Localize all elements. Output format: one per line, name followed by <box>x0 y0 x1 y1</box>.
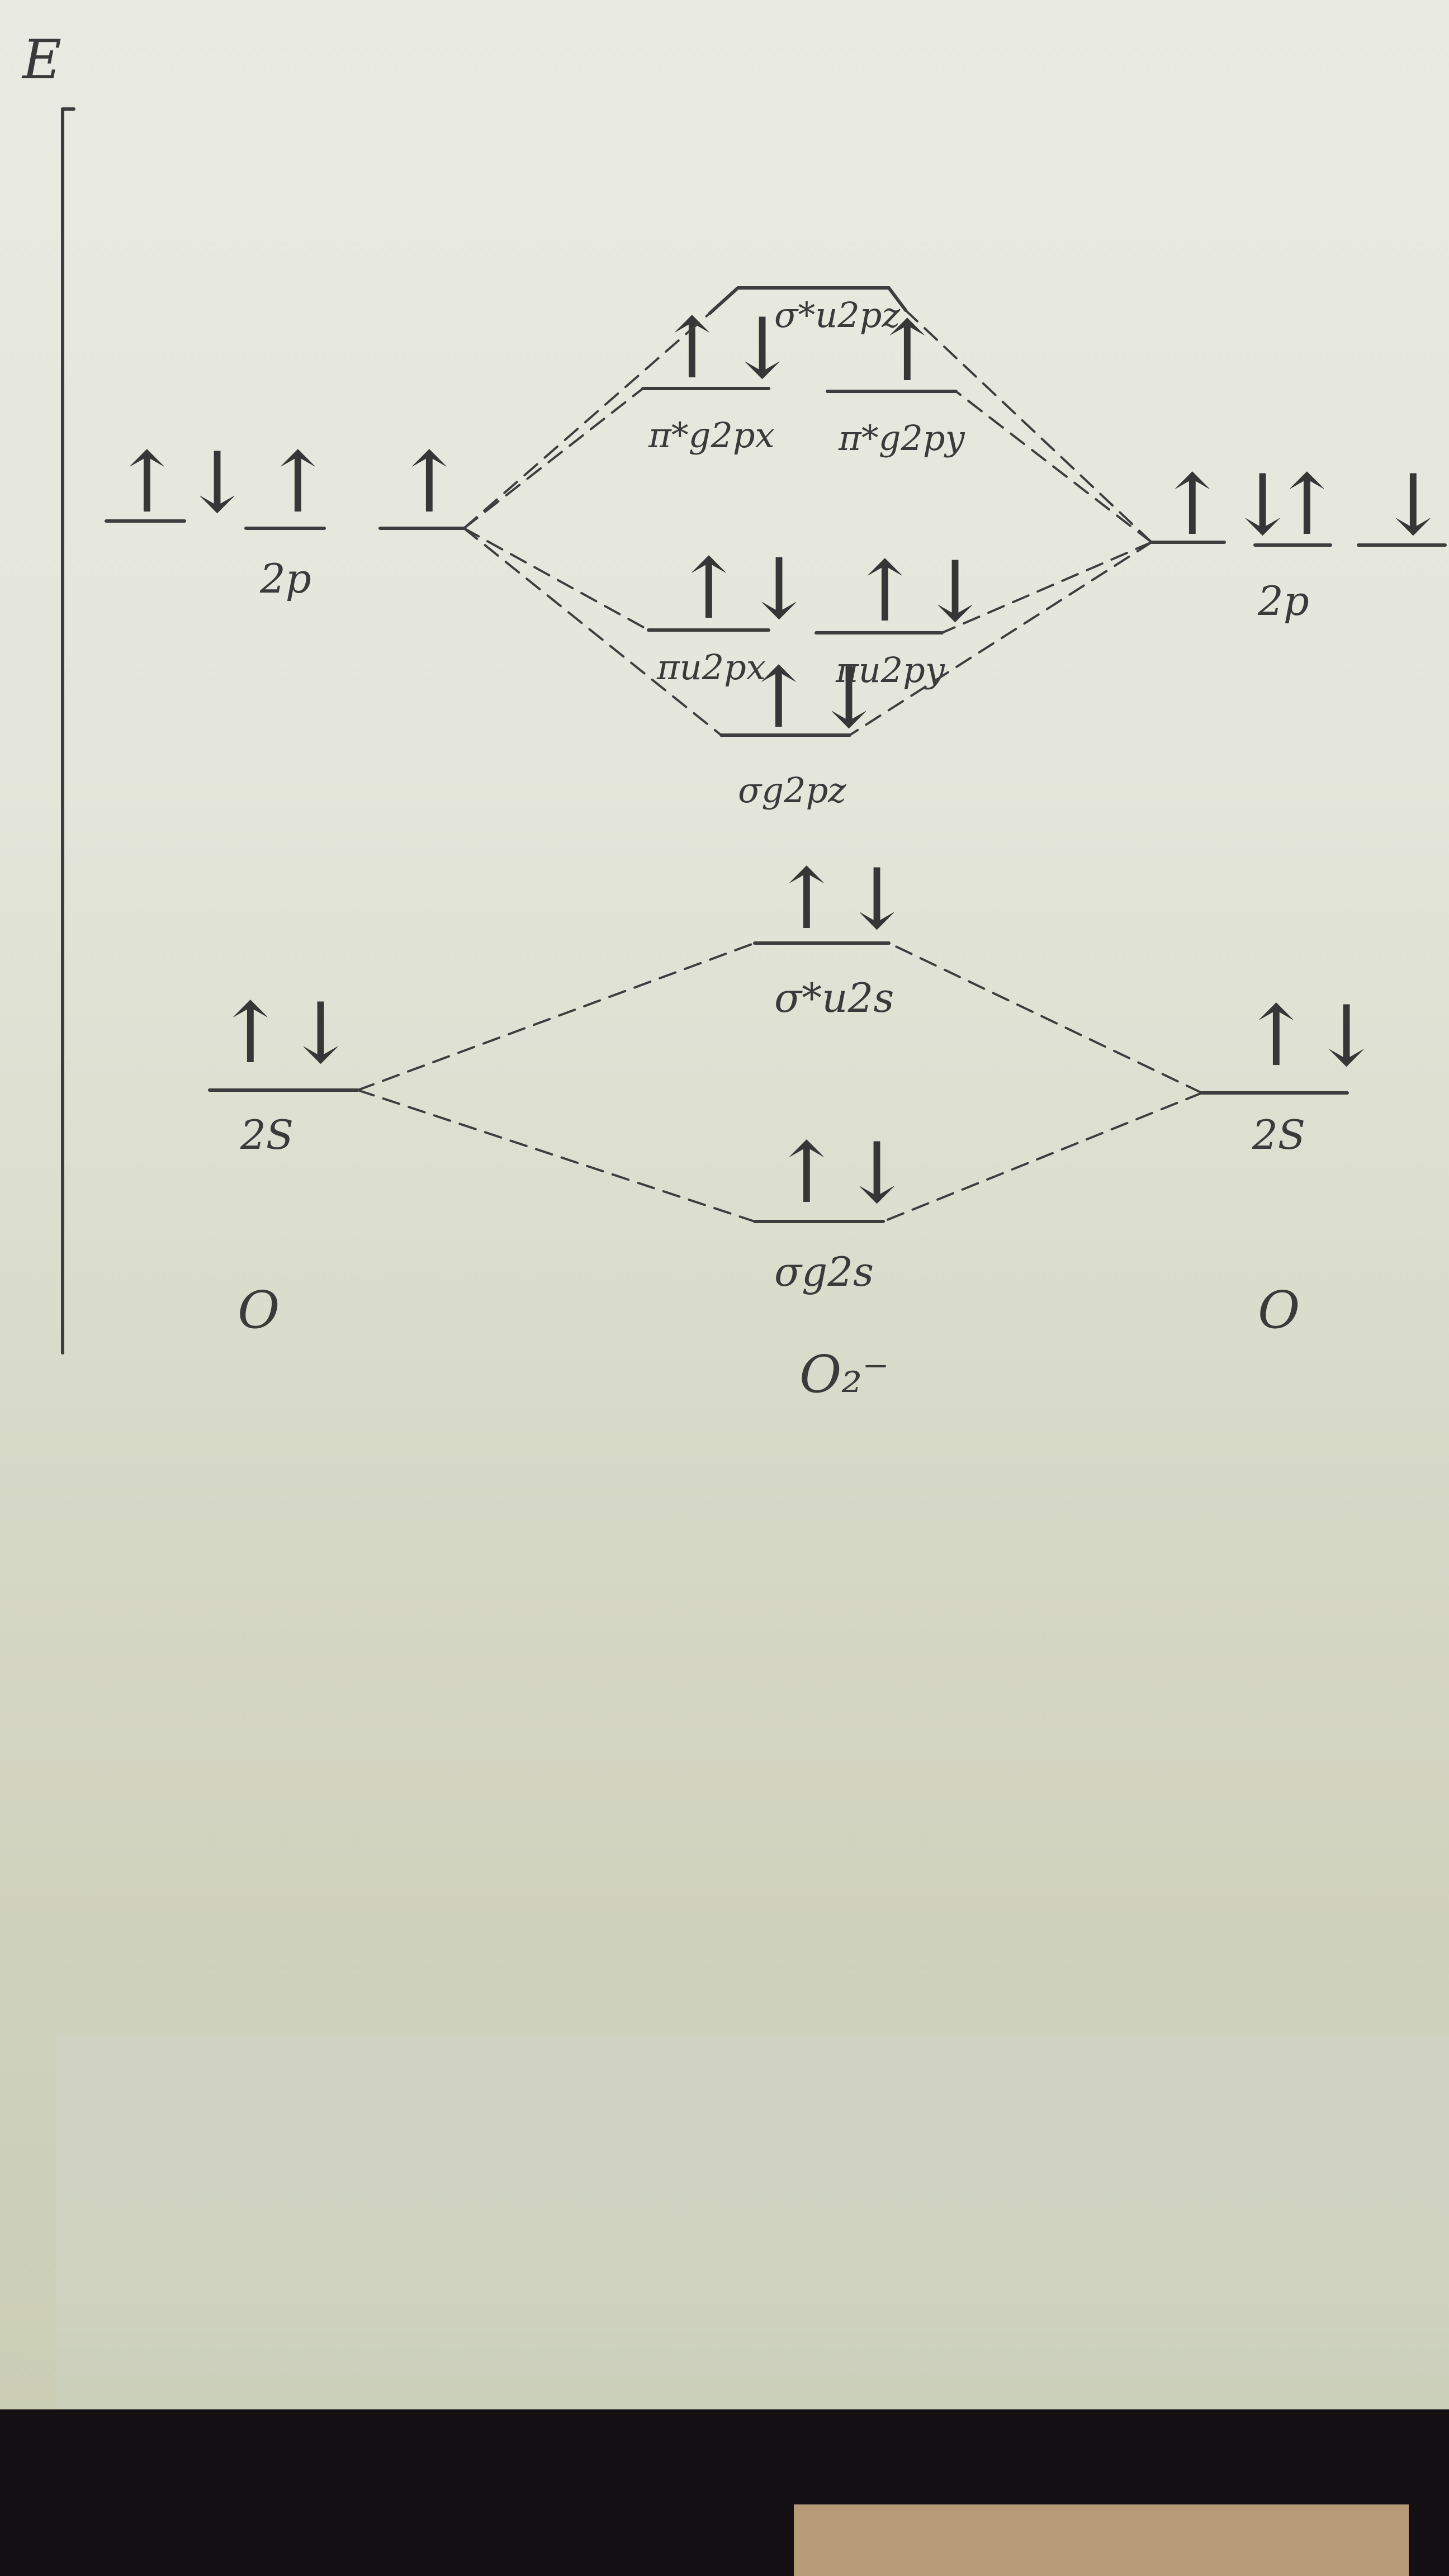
pi-u2py-label: πu2py <box>835 650 945 690</box>
left-2p-label: 2p <box>259 555 311 602</box>
right-atom-label: O <box>1258 1280 1300 1340</box>
right-2p-electrons-1: ↑↓ <box>1157 457 1298 554</box>
sigma-g2pz-electrons: ↑↓ <box>744 650 884 747</box>
mo-pi-star-g2px: ↑↓ π*g2px <box>641 300 797 456</box>
left-2s-label: 2S <box>240 1111 293 1158</box>
pi-u2py-electrons: ↑↓ <box>850 543 990 641</box>
pi-star-g2px-label: π*g2px <box>648 415 775 456</box>
left-2p-electrons-2: ↑ <box>263 434 333 532</box>
left-atom-2s: ↑↓ 2S <box>208 985 359 1158</box>
left-2p-electrons-3: ↑ <box>394 434 465 532</box>
paper-lower-area <box>56 2035 1449 2471</box>
correlation-lines-2p <box>463 309 1153 736</box>
correlation-lines-2s <box>357 942 1203 1223</box>
right-2s-electrons: ↑↓ <box>1241 988 1381 1085</box>
sigma-g2s-electrons: ↑↓ <box>771 1125 912 1222</box>
energy-axis-label: E <box>21 29 61 91</box>
sigma-star-u2s-label: σ*u2s <box>774 974 894 1021</box>
mo-sigma-star-u2pz: σ*u2pz <box>708 286 907 335</box>
mo-pi-u2px: ↑↓ πu2px <box>647 541 814 688</box>
right-2s-label: 2S <box>1252 1111 1305 1158</box>
right-2p-label: 2p <box>1257 577 1309 624</box>
left-atom-label: O <box>238 1280 280 1340</box>
molecule-label: O₂⁻ <box>799 1344 889 1404</box>
pi-u2px-label: πu2px <box>656 647 766 688</box>
right-2p-electrons-2: ↑ <box>1272 457 1342 554</box>
right-atom-2p: ↑↓ ↑ ↓ 2p <box>1150 457 1448 624</box>
pi-star-g2px-electrons: ↑↓ <box>657 300 797 397</box>
sigma-g2s-label: σg2s <box>774 1248 874 1295</box>
pi-star-g2py-label: π*g2py <box>838 418 965 458</box>
mo-sigma-g2s: ↑↓ σg2s <box>753 1125 912 1295</box>
mo-pi-star-g2py: ↑ π*g2py <box>826 303 965 458</box>
mo-sigma-star-u2s: ↑↓ σ*u2s <box>753 851 912 1021</box>
pi-u2px-electrons: ↑↓ <box>674 541 814 638</box>
pi-star-g2py-electrons: ↑ <box>872 303 943 400</box>
left-2s-electrons: ↑↓ <box>215 985 356 1082</box>
sigma-g2pz-label: σg2pz <box>738 770 846 811</box>
sigma-star-u2s-electrons: ↑↓ <box>771 851 912 948</box>
wooden-floor-strip <box>794 2504 1409 2576</box>
sigma-star-u2pz-label: σ*u2pz <box>774 295 900 335</box>
right-2p-electrons-3: ↓ <box>1378 457 1448 554</box>
left-2p-electrons-1: ↑↓ <box>112 434 252 532</box>
left-atom-2p: ↑↓ ↑ ↑ 2p <box>105 434 466 602</box>
right-atom-2s: ↑↓ 2S <box>1200 988 1381 1158</box>
mo-sigma-g2pz: ↑↓ σg2pz <box>719 650 884 811</box>
energy-axis: E <box>21 29 75 1355</box>
mo-pi-u2py: ↑↓ πu2py <box>815 543 990 690</box>
